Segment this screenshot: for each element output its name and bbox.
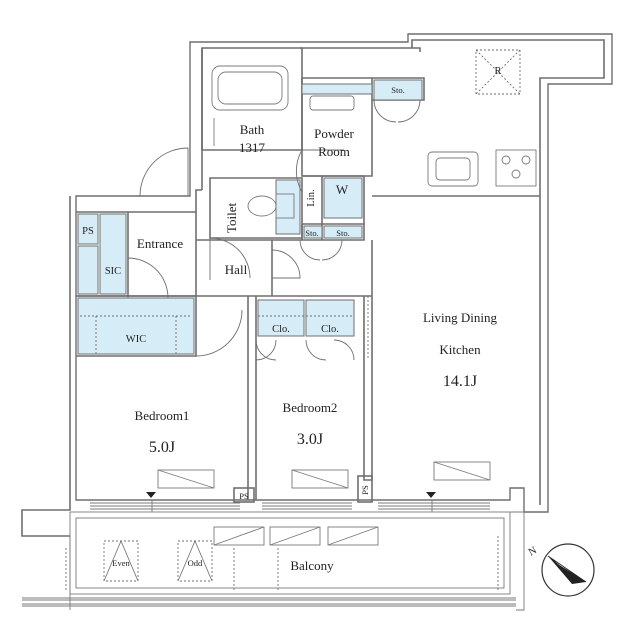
powder-door (295, 149, 344, 193)
label-balcony: Balcony (290, 558, 334, 573)
label-odd: Odd (188, 558, 203, 568)
storage-sto-2 (323, 225, 363, 239)
label-ldk-2: Kitchen (439, 342, 481, 357)
bathtub (211, 65, 289, 111)
walk-in-closet (77, 297, 195, 355)
closet-doors-2 (305, 339, 355, 361)
label-ps-ldk: PS (360, 485, 370, 495)
hall-door (271, 249, 301, 279)
window-marker-1 (146, 492, 156, 498)
label-even: Even (112, 558, 130, 568)
ps-shaft (77, 213, 99, 245)
label-ps-bedroom: PS (239, 491, 249, 501)
balcony (22, 500, 525, 611)
room-labels: Bath 1317 Powder Room Toilet Lin. W Sto.… (82, 66, 501, 573)
label-ldk-size: 14.1J (443, 373, 477, 390)
label-sto-2: Sto. (336, 228, 349, 238)
washbasin (309, 95, 355, 111)
label-toilet: Toilet (224, 203, 239, 234)
exterior-walls (21, 33, 613, 537)
sink (427, 151, 479, 187)
interior-walls (76, 47, 540, 503)
toilet-door (209, 237, 251, 280)
balcony-panels (213, 526, 379, 546)
label-lin: Lin. (306, 189, 317, 206)
label-bath-size: 1317 (239, 140, 266, 155)
vent-bedroom1 (157, 469, 215, 489)
stove (495, 149, 537, 187)
closet-2 (305, 299, 355, 337)
sic-door (127, 257, 169, 299)
evacuation-hatch-even (103, 539, 139, 582)
sto-doors (299, 239, 343, 261)
label-powder-2: Room (318, 144, 350, 159)
label-bath: Bath (240, 122, 265, 137)
label-ldk-1: Living Dining (423, 310, 498, 325)
label-entrance: Entrance (137, 236, 183, 251)
label-clo-2: Clo. (321, 324, 339, 335)
label-refrigerator: R (494, 66, 501, 77)
doors (127, 99, 421, 361)
label-powder-1: Powder (314, 126, 354, 141)
label-w: W (336, 182, 349, 197)
front-door (139, 147, 189, 197)
label-bedroom2-size: 3.0J (297, 431, 323, 448)
compass-north-label: N (527, 545, 539, 559)
closet-doors-1 (255, 339, 277, 361)
closet-1 (257, 299, 305, 337)
label-ps-entrance: PS (82, 226, 94, 237)
vent-bedroom2 (291, 469, 349, 489)
toilet-cabinet (275, 179, 301, 235)
fixtures (146, 49, 537, 498)
wic-door (195, 300, 243, 357)
label-bedroom1: Bedroom1 (135, 408, 190, 423)
shoe-in-closet (99, 213, 127, 295)
label-sto-top: Sto. (391, 85, 404, 95)
sto-top-doors (373, 99, 421, 123)
storage-areas (77, 79, 423, 355)
washer-space (323, 177, 363, 219)
sic-extra (77, 245, 99, 295)
label-bedroom1-size: 5.0J (149, 439, 175, 456)
powder-vanity (301, 83, 373, 95)
label-hall: Hall (225, 262, 248, 277)
vent-ldk (433, 461, 491, 481)
label-sic: SIC (105, 266, 121, 277)
label-wic: WIC (126, 334, 146, 345)
window-marker-2 (426, 492, 436, 498)
label-clo-1: Clo. (272, 324, 290, 335)
compass: N (527, 543, 595, 597)
storage-sto-1 (303, 225, 323, 239)
refrigerator-space (475, 49, 521, 95)
label-sto-1: Sto. (305, 228, 318, 238)
evacuation-hatch-odd (177, 539, 213, 582)
storage-sto-top (373, 79, 423, 101)
label-bedroom2: Bedroom2 (283, 400, 338, 415)
